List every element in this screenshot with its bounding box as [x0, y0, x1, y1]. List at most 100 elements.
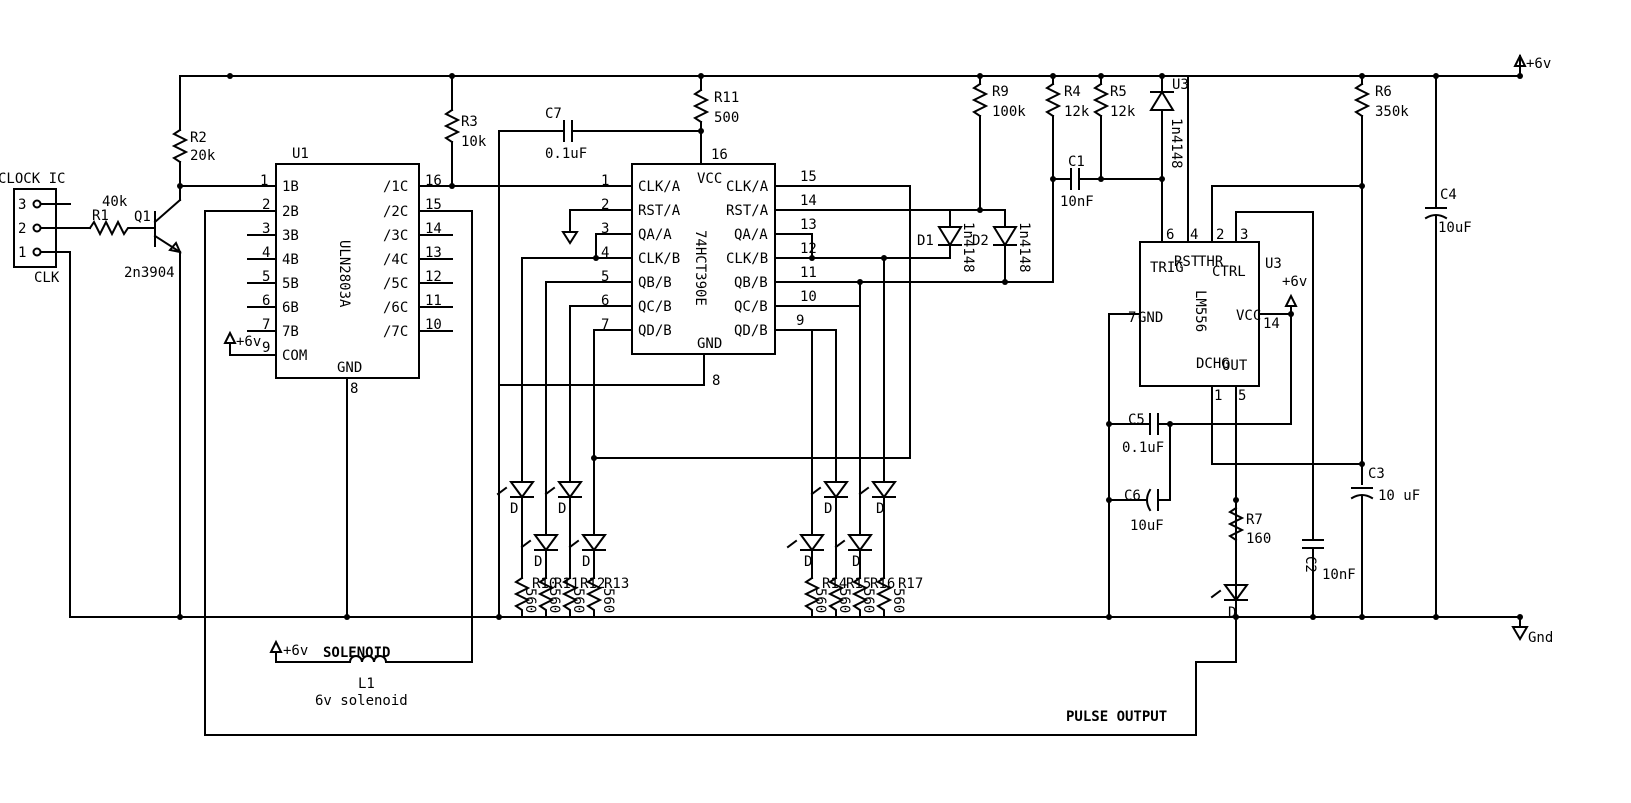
svg-text:1: 1 — [601, 173, 609, 189]
clock-label: CLK — [34, 270, 60, 286]
d2-value: 1n4148 — [1016, 222, 1032, 273]
u3-vcc-pin: 14 — [1263, 316, 1280, 332]
solenoid-supply: +6v — [283, 643, 308, 659]
r3-ref: R3 — [461, 114, 478, 130]
svg-text:2B: 2B — [282, 204, 299, 220]
svg-text:4: 4 — [262, 245, 270, 261]
d2-ref: D2 — [972, 233, 989, 249]
svg-text:11: 11 — [800, 265, 817, 281]
resistor-r6 — [1353, 75, 1371, 485]
led-label: D — [582, 554, 590, 570]
l1-ref: L1 — [358, 676, 375, 692]
diode-d3 — [1149, 75, 1189, 243]
svg-text:15: 15 — [425, 197, 442, 213]
u3-dchg: DCHG — [1196, 356, 1230, 372]
left-led-resistor-ref: R10 — [532, 576, 557, 592]
svg-text:16: 16 — [425, 173, 442, 189]
resistor-r7 — [1227, 497, 1245, 586]
q1-part: 2n3904 — [124, 265, 175, 281]
right-led-wiring — [799, 233, 887, 536]
u1-left-pin-names: 1B 2B 3B 4B 5B 6B 7B COM — [282, 179, 307, 364]
clock-pin-2: 2 — [18, 221, 26, 237]
svg-text:3B: 3B — [282, 228, 299, 244]
svg-text:10: 10 — [800, 289, 817, 305]
svg-text:9: 9 — [796, 313, 804, 329]
c7-value: 0.1uF — [545, 146, 587, 162]
vplus-label: +6v — [1526, 56, 1551, 72]
u3-gnd: GND — [1138, 310, 1163, 326]
right-led-2 — [786, 534, 825, 579]
r5-ref: R5 — [1110, 84, 1127, 100]
right-led-resistor-ref: R16 — [870, 576, 895, 592]
r2-ref: R2 — [190, 130, 207, 146]
u3-supply: +6v — [1282, 274, 1307, 290]
r11-value: 500 — [714, 110, 739, 126]
capacitor-c2 — [1302, 539, 1324, 618]
capacitor-c6 — [1106, 423, 1171, 512]
u2-part: 74HCT390E — [692, 230, 708, 306]
u3-bottom-pin-numbers: 1 5 — [1214, 388, 1246, 404]
d1-ref: D1 — [917, 233, 934, 249]
c6-value: 10uF — [1130, 518, 1164, 534]
left-led-3 — [544, 481, 583, 579]
right-led-3 — [834, 534, 873, 579]
u1-ref: U1 — [292, 146, 309, 162]
r6-value: 350k — [1375, 104, 1409, 120]
c5-value: 0.1uF — [1122, 440, 1164, 456]
r1-ref: R1 — [92, 208, 109, 224]
d1-value: 1n4148 — [960, 222, 976, 273]
ground-rail — [69, 616, 1529, 641]
svg-text:14: 14 — [800, 193, 817, 209]
svg-text:/1C: /1C — [383, 179, 408, 195]
u3-rst: RST — [1174, 254, 1200, 270]
u1-part: ULN2803A — [336, 240, 352, 308]
u3-ctrl: CTRL — [1212, 264, 1246, 280]
left-led-resistor-ref: R12 — [580, 576, 605, 592]
svg-text:QC/B: QC/B — [734, 299, 768, 315]
u3-trig: TRIG — [1150, 260, 1184, 276]
led-label: D — [1228, 605, 1236, 621]
u1-left-pin-numbers: 1 2 3 4 5 6 7 9 — [260, 173, 270, 356]
svg-text:RST/A: RST/A — [726, 203, 769, 219]
svg-text:/4C: /4C — [383, 252, 408, 268]
svg-text:4: 4 — [601, 245, 609, 261]
svg-text:3: 3 — [262, 221, 270, 237]
svg-text:QC/B: QC/B — [638, 299, 672, 315]
right-led-resistor-value: 560 — [860, 588, 876, 613]
svg-text:13: 13 — [425, 245, 442, 261]
led-label: D — [852, 554, 860, 570]
capacitor-c1 — [1052, 168, 1165, 190]
svg-text:QA/A: QA/A — [734, 227, 768, 243]
resistor-r3 — [443, 75, 633, 189]
led-label: D — [876, 501, 884, 517]
transistor-q1 — [153, 187, 182, 618]
d3-value: 1n4148 — [1168, 118, 1184, 169]
u2-gnd: GND — [697, 336, 722, 352]
left-led-resistor-value: 560 — [522, 588, 538, 613]
u1-com-supply: +6v — [236, 334, 261, 350]
r1-value: 40k — [102, 194, 128, 210]
pulse-output-label: PULSE OUTPUT — [1066, 709, 1167, 725]
svg-text:6: 6 — [1166, 227, 1174, 243]
u2-left-pin-names: CLK/A RST/A QA/A CLK/B QB/B QC/B QD/B — [638, 179, 681, 339]
left-led-wiring — [521, 185, 911, 536]
ic-u1 — [223, 163, 473, 618]
u1-gnd-pin: 8 — [350, 381, 358, 397]
diode-d2 — [979, 209, 1018, 285]
ic-u3 — [1108, 185, 1365, 618]
r9-value: 100k — [992, 104, 1026, 120]
svg-text:7B: 7B — [282, 324, 299, 340]
solenoid-l1 — [269, 210, 473, 664]
svg-text:QA/A: QA/A — [638, 227, 672, 243]
gnd-label: Gnd — [1528, 630, 1553, 646]
c7-ref: C7 — [545, 106, 562, 122]
r4-value: 12k — [1064, 104, 1090, 120]
svg-text:CLK/B: CLK/B — [638, 251, 680, 267]
u3-top-pin-numbers: 6 4 2 3 — [1166, 227, 1248, 243]
svg-text:2: 2 — [601, 197, 609, 213]
u2-left-pin-numbers: 1 2 3 4 5 6 7 — [601, 173, 609, 333]
u1-right-pin-names: /1C /2C /3C /4C /5C /6C /7C — [383, 179, 408, 340]
svg-text:2: 2 — [1216, 227, 1224, 243]
c4-value: 10uF — [1438, 220, 1472, 236]
svg-text:QD/B: QD/B — [638, 323, 672, 339]
